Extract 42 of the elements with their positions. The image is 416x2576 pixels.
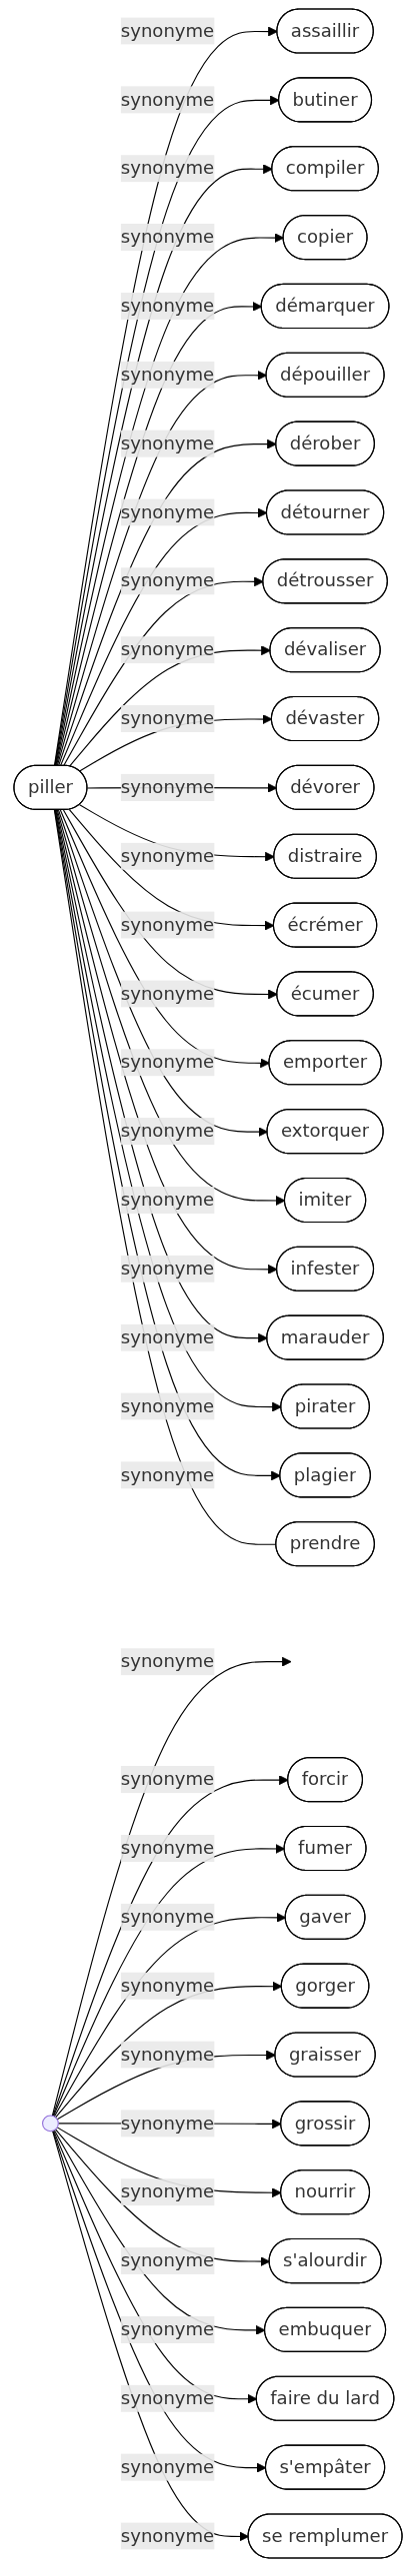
- edge-label: synonyme: [120, 1325, 215, 1348]
- edge-label: synonyme: [120, 638, 215, 660]
- arrow: [52, 1844, 286, 2118]
- edge-label: synonyme: [120, 500, 215, 523]
- edge-label: synonyme: [120, 2180, 215, 2202]
- node-point: [42, 2115, 59, 2133]
- edge-label: synonyme: [120, 1906, 215, 1928]
- edge-label: synonyme: [120, 1189, 215, 1211]
- arrow: [59, 809, 270, 1069]
- edge-label: synonyme: [120, 2043, 215, 2066]
- edge-label: synonyme: [120, 1837, 215, 1859]
- edge-label: synonyme: [120, 1650, 215, 1672]
- edge-label: synonyme: [120, 2524, 215, 2547]
- edge-label: synonyme: [120, 569, 215, 591]
- arrow: [51, 1656, 292, 2117]
- edge-label: synonyme: [120, 913, 215, 936]
- edge-label: synonyme: [120, 226, 215, 248]
- edge-label: synonyme: [120, 1394, 215, 1417]
- edge-label: synonyme: [120, 19, 215, 42]
- edge-label: synonyme: [120, 431, 215, 454]
- edge-label: synonyme: [120, 88, 215, 111]
- edge-label: synonyme: [120, 982, 215, 1005]
- edge-label: synonyme: [120, 157, 215, 179]
- edge-label: synonyme: [120, 844, 215, 867]
- edge-label: synonyme: [120, 1768, 215, 1790]
- edge-label: synonyme: [120, 2455, 215, 2478]
- edge-label: synonyme: [120, 295, 215, 317]
- edge-label: synonyme: [120, 2112, 215, 2135]
- edge-label: synonyme: [120, 1463, 215, 1486]
- edge-label: synonyme: [120, 2386, 215, 2409]
- arrow: [62, 809, 278, 1000]
- arrow: [62, 576, 264, 767]
- edge-label: synonyme: [120, 1120, 215, 1142]
- edge-label: synonyme: [120, 2318, 215, 2340]
- arrow: [68, 645, 271, 767]
- edge-label: synonyme: [120, 1051, 215, 1073]
- edge-label: synonyme: [120, 364, 215, 386]
- edge-label: synonyme: [120, 2249, 215, 2271]
- edge-label: synonyme: [120, 707, 215, 729]
- edge-label: synonyme: [120, 1258, 215, 1280]
- edge-label: synonyme: [120, 776, 215, 798]
- edge-label: synonyme: [120, 1974, 215, 1997]
